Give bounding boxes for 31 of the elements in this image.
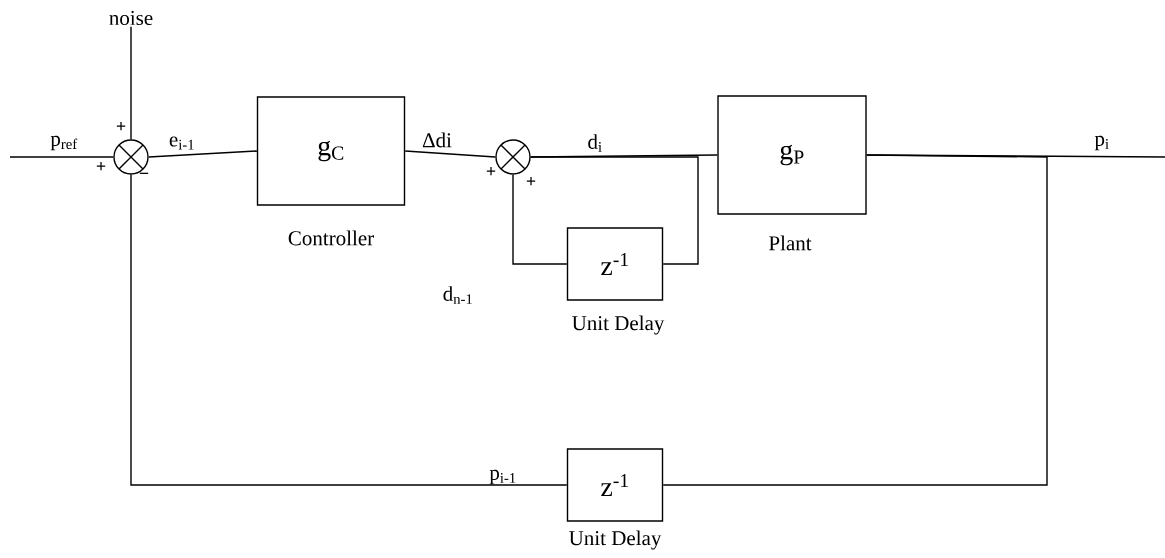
summing-junction xyxy=(495,139,531,175)
signal-label: e$_{i-1}$ xyxy=(169,136,194,150)
signal-line xyxy=(148,150,258,158)
block-caption: Unit Delay xyxy=(569,530,662,550)
signal-label: p$_{i}$ xyxy=(1094,135,1109,151)
sign-label: − xyxy=(139,172,149,174)
block-box: z$^{-1}$ xyxy=(566,448,664,522)
signal-line xyxy=(512,174,568,265)
summing-junction xyxy=(113,139,149,175)
signal-label: noise xyxy=(109,10,153,26)
block-caption: Unit Delay xyxy=(572,315,665,335)
block-caption: Controller xyxy=(288,230,374,246)
block-box: g$_{C}$ xyxy=(256,96,406,206)
signal-line xyxy=(404,150,496,158)
signal-label: p$_{i-1}$ xyxy=(489,469,516,485)
block-caption: Plant xyxy=(769,235,812,251)
sign-label: + xyxy=(526,176,536,186)
block-box: z$^{-1}$ xyxy=(566,227,664,301)
signal-line xyxy=(130,26,132,140)
sign-label: + xyxy=(486,166,496,176)
signal-label: Δdi xyxy=(422,132,452,148)
signal-line xyxy=(130,174,568,486)
signal-line xyxy=(9,156,114,158)
sign-label: + xyxy=(96,161,106,171)
block-box: g$_{P}$ xyxy=(717,95,867,215)
signal-label: d$_{n-1}$ xyxy=(443,286,472,304)
signal-line xyxy=(530,156,699,265)
signal-line xyxy=(662,154,1048,486)
signal-label: p$_{ref}$ xyxy=(50,135,78,151)
sign-label: + xyxy=(116,121,126,131)
signal-label: d$_{i}$ xyxy=(588,134,602,152)
